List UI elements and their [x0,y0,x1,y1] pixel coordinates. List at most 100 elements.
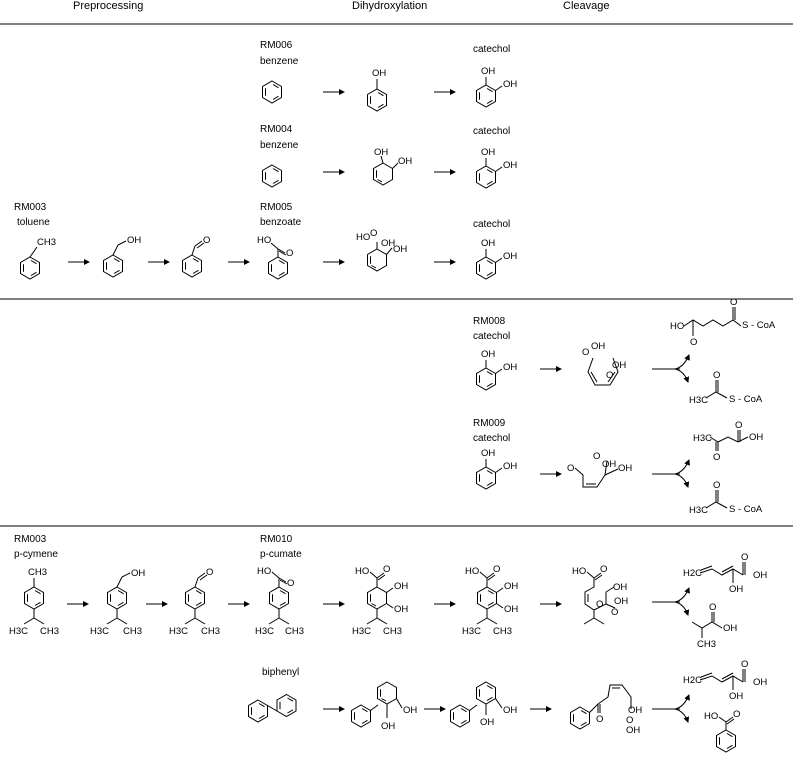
label-rm003-cymene: RM003 [14,534,47,545]
svg-text:CH3: CH3 [383,626,402,637]
svg-text:O: O [206,567,213,578]
svg-text:OH: OH [374,147,388,158]
svg-text:CH3: CH3 [123,626,142,637]
benzoate-structure: HO O [704,709,740,753]
label-rm003-toluene: RM003 [14,202,47,213]
benzoate-structure: HO O [257,235,293,280]
label-p-cumate: p-cumate [260,549,302,560]
svg-text:H3C: H3C [352,626,371,637]
oxopentadienoate-structure: H2C O OH OH [683,659,767,702]
svg-text:OH: OH [749,432,763,443]
svg-text:OH: OH [602,459,616,470]
branch-arrow-up [674,459,690,475]
branch-arrow-down [674,368,690,383]
svg-text:S - CoA: S - CoA [742,320,776,331]
label-toluene: toluene [17,217,50,228]
branch-arrow-up [674,694,690,710]
benzene-structure [262,164,282,188]
isobutyrate-structure: O OH CH3 [691,602,737,650]
svg-text:O: O [735,420,742,431]
svg-text:CH3: CH3 [285,626,304,637]
svg-text:CH3: CH3 [697,639,716,650]
pyruvate-structure: H3C O O OH [693,420,763,463]
svg-text:CH3: CH3 [493,626,512,637]
branch-arrow-up [674,354,690,370]
svg-text:O: O [741,552,748,563]
svg-text:O: O [713,452,720,463]
svg-text:HO: HO [257,235,271,246]
svg-text:OH: OH [131,568,145,579]
label-catechol-rm008: catechol [473,331,510,342]
svg-text:O: O [730,297,737,308]
svg-text:OH: OH [381,238,395,249]
svg-text:CH3: CH3 [40,626,59,637]
label-rm004: RM004 [260,124,293,135]
svg-text:H3C: H3C [169,626,188,637]
branch-arrow-up [674,587,690,603]
benzaldehyde-structure: O [182,235,210,278]
svg-text:H2C: H2C [683,568,702,579]
branch-arrow-down [674,601,690,616]
svg-text:CH3: CH3 [201,626,220,637]
label-benzene-rm006: benzene [260,56,299,67]
svg-text:OH: OH [503,705,517,716]
label-catechol-rm009: catechol [473,433,510,444]
biphenyl-structure [248,694,297,723]
dihydroxybiphenyl-structure: OH OH [450,681,517,728]
svg-text:HO: HO [704,711,718,722]
label-benzoate: benzoate [260,217,302,228]
svg-text:O: O [606,370,613,381]
label-rm010: RM010 [260,534,293,545]
phenol-structure: OH [367,68,387,112]
catechol-structure: OH OH [476,349,517,391]
catechol-structure: OH OH [476,238,517,280]
svg-text:OH: OH [729,691,743,702]
svg-text:O: O [287,578,294,589]
p-cymene-structure: CH3 H3C CH3 [9,567,59,637]
hydroxymuconic-semialdehyde-structure: O O OH OH [567,451,632,488]
svg-text:O: O [203,235,210,246]
label-benzene-rm004: benzene [260,140,299,151]
svg-text:O: O [713,370,720,381]
branch-arrow-down [674,473,690,488]
svg-text:OH: OH [503,251,517,262]
catechol-structure: OH OH [476,147,517,189]
svg-text:OH: OH [723,623,737,634]
dihydroxy-cumate-structure: HO O OH OH H3C CH3 [462,564,518,637]
svg-text:O: O [582,347,589,358]
benzene-structure [262,80,282,104]
svg-text:HO: HO [572,566,586,577]
hopda-structure: O OH O OH [570,684,642,736]
label-catechol: catechol [473,126,510,137]
p-cumate-structure: HO O H3C CH3 [255,566,304,637]
svg-text:HO: HO [465,566,479,577]
svg-text:O: O [286,248,293,259]
svg-text:OH: OH [393,244,407,255]
svg-text:OH: OH [403,705,417,716]
svg-text:OH: OH [503,79,517,90]
svg-text:H3C: H3C [462,626,481,637]
svg-text:CH3: CH3 [37,237,56,248]
label-catechol: catechol [473,44,510,55]
svg-text:OH: OH [503,160,517,171]
svg-text:O: O [593,451,600,462]
svg-text:OH: OH [503,461,517,472]
svg-text:O: O [733,709,740,720]
header-preprocessing: Preprocessing [73,0,143,12]
header-cleavage: Cleavage [563,0,609,12]
svg-text:OH: OH [614,596,628,607]
succinyl-coa-structure: HO O O S - CoA [670,297,776,348]
svg-text:OH: OH [481,238,495,249]
svg-text:OH: OH [372,68,386,79]
svg-text:OH: OH [481,448,495,459]
svg-text:OH: OH [394,604,408,615]
svg-text:OH: OH [504,604,518,615]
svg-text:OH: OH [480,717,494,728]
svg-text:H3C: H3C [689,395,708,406]
svg-text:H3C: H3C [255,626,274,637]
cis-dihydrodiol-structure: OH OH [373,147,412,186]
svg-text:O: O [596,599,603,610]
svg-text:OH: OH [481,349,495,360]
svg-text:OH: OH [613,582,627,593]
